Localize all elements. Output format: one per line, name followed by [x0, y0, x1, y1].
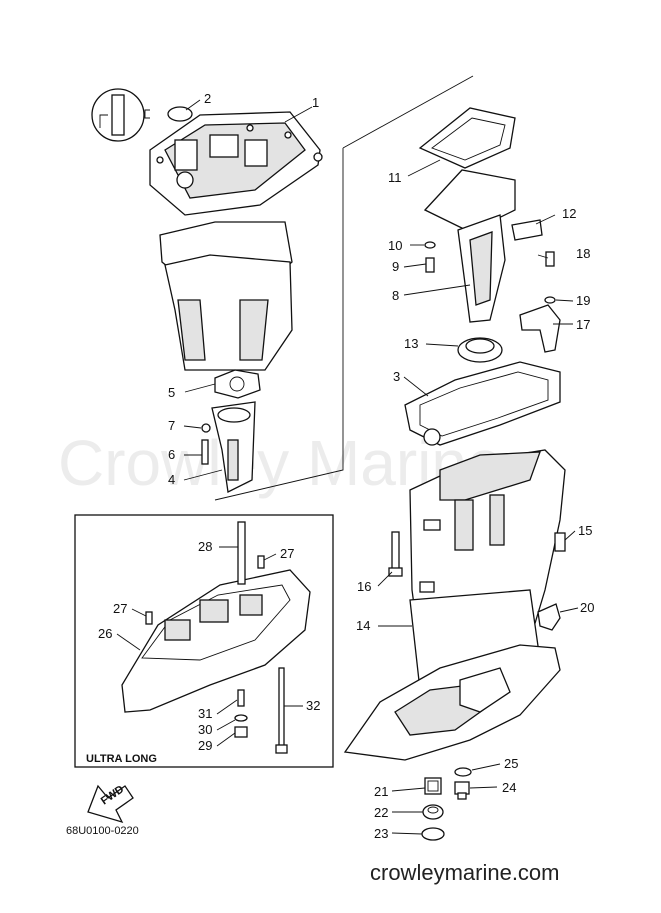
ring-part-23 — [421, 827, 445, 841]
callout-numbers: 1 2 3 4 5 6 7 8 9 10 11 12 13 14 15 16 1… — [98, 91, 594, 841]
callout-21: 21 — [374, 784, 388, 799]
nut-part-21 — [424, 777, 442, 795]
grommet-part-13 — [457, 337, 503, 363]
nut-part-29 — [234, 726, 248, 738]
inset-detail-bubble — [91, 88, 145, 142]
plug-part-24 — [454, 781, 470, 800]
washer-part-7 — [201, 423, 211, 433]
callout-13: 13 — [404, 336, 418, 351]
inset-label: ULTRA LONG — [86, 753, 157, 765]
bolt-part-16 — [388, 531, 403, 577]
stud-part-32 — [278, 667, 285, 749]
callout-8: 8 — [392, 288, 399, 303]
inset-bracket — [144, 109, 150, 119]
washer-part-19 — [544, 296, 556, 304]
callout-18: 18 — [576, 246, 590, 261]
dowel-part-27b — [145, 611, 153, 625]
gasket-part-11 — [418, 107, 516, 169]
callout-22: 22 — [374, 805, 388, 820]
callout-26: 26 — [98, 626, 112, 641]
stud-part-31 — [237, 689, 245, 707]
fwd-arrow-icon — [87, 784, 134, 824]
seal-part-2 — [167, 106, 193, 122]
callout-4: 4 — [168, 472, 175, 487]
ultra-long-inset — [74, 514, 334, 768]
callout-32: 32 — [306, 698, 320, 713]
callout-3: 3 — [393, 369, 400, 384]
callout-6: 6 — [168, 447, 175, 462]
upper-case-part-1 — [149, 111, 323, 216]
callout-16: 16 — [357, 579, 371, 594]
washer-part-30 — [234, 714, 248, 722]
bolt-part-18 — [545, 251, 555, 267]
callout-27b: 27 — [113, 601, 127, 616]
callout-19: 19 — [576, 293, 590, 308]
callout-11: 11 — [388, 170, 402, 185]
callout-24: 24 — [502, 780, 516, 795]
stud-part-28 — [237, 521, 246, 585]
callout-10: 10 — [388, 238, 402, 253]
callout-14: 14 — [356, 618, 370, 633]
washer-part-10 — [424, 241, 436, 249]
callout-23: 23 — [374, 826, 388, 841]
gasket-part-3-hole — [423, 428, 441, 446]
anode-part-20 — [537, 603, 561, 631]
footer-url: crowleymarine.com — [370, 860, 560, 885]
cap-part-22 — [422, 804, 444, 820]
group-divider-line-top — [342, 75, 474, 149]
dowel-part-27a — [257, 555, 265, 569]
callout-5: 5 — [168, 385, 175, 400]
gasket-part-5 — [214, 369, 261, 399]
damper-part-12 — [511, 219, 543, 241]
gasket-part-11-inner — [431, 117, 506, 161]
gasket-part-3-inner — [419, 371, 549, 437]
diagram-code: 68U0100-0220 — [66, 825, 139, 837]
callout-12: 12 — [562, 206, 576, 221]
washer-part-25 — [454, 767, 472, 777]
callout-20: 20 — [580, 600, 594, 615]
gasket-part-5-hole — [229, 376, 245, 392]
callout-1: 1 — [312, 95, 319, 110]
lower-unit-plate — [343, 644, 561, 761]
bracket-part-17 — [519, 304, 561, 353]
leader-lines — [116, 99, 579, 835]
bolt-part-9 — [425, 257, 435, 273]
callout-27a: 27 — [280, 546, 294, 561]
callout-31: 31 — [198, 706, 212, 721]
callout-28: 28 — [198, 539, 212, 554]
bolt-part-15 — [554, 532, 566, 552]
bolt-part-6 — [201, 439, 209, 465]
callout-30: 30 — [198, 722, 212, 737]
callout-15: 15 — [578, 523, 592, 538]
callout-9: 9 — [392, 259, 399, 274]
callout-7: 7 — [168, 418, 175, 433]
exhaust-pipe-part-8 — [423, 169, 516, 323]
callout-29: 29 — [198, 738, 212, 753]
gasket-part-3 — [404, 361, 561, 446]
group-divider-line — [214, 148, 344, 501]
exhaust-guide-part-4 — [211, 401, 256, 493]
callout-25: 25 — [504, 756, 518, 771]
callout-2: 2 — [204, 91, 211, 106]
callout-17: 17 — [576, 317, 590, 332]
upper-casing-body — [164, 254, 293, 371]
